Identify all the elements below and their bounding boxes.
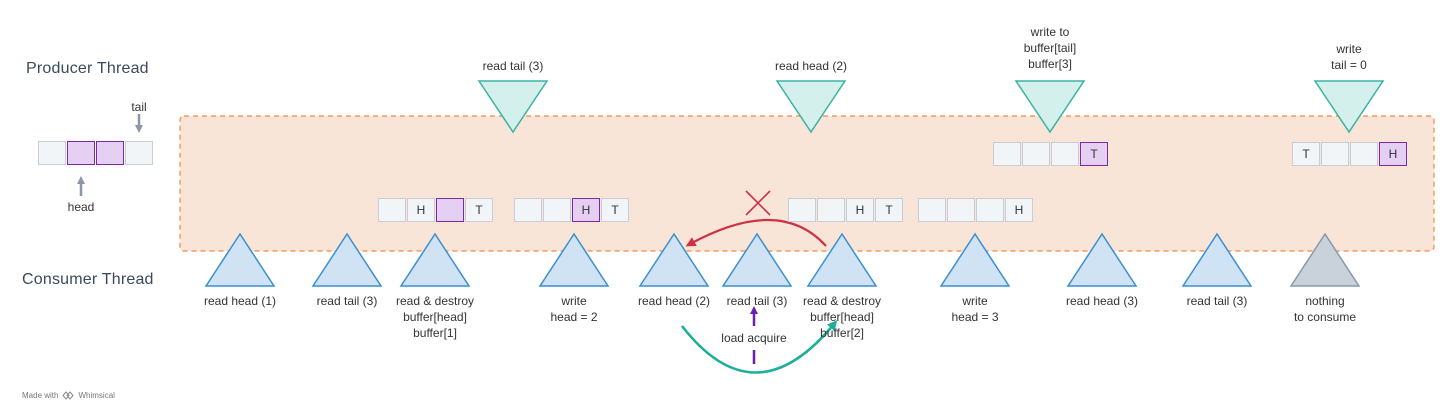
buffer-cell: H	[1005, 198, 1033, 222]
buffer-cell: T	[1080, 142, 1108, 166]
producer-step-1-triangle	[477, 80, 549, 134]
consumer-step-5-label: read head (2)	[637, 294, 711, 308]
producer-step-3-triangle	[1014, 80, 1086, 134]
consumer-step-4-label: write head = 2	[550, 294, 598, 324]
consumer-step-11-label: nothing to consume	[1293, 294, 1357, 324]
buffer-cell	[67, 141, 95, 165]
consumer-step-7-triangle	[806, 232, 878, 287]
buffer-cell: T	[875, 198, 903, 222]
buffer-cell	[96, 141, 124, 165]
consumer-step-3-label: read & destroy buffer[head] buffer[1]	[395, 294, 475, 340]
buffer-cell	[976, 198, 1004, 222]
buffer-cell: H	[407, 198, 435, 222]
buffer-cell: T	[465, 198, 493, 222]
cross-icon	[745, 190, 771, 216]
consumer-step-1-triangle	[204, 232, 276, 287]
producer-step-3-label: write to buffer[tail] buffer[3]	[1023, 25, 1077, 71]
buffer-cell	[1350, 142, 1378, 166]
consumer-thread-label: Consumer Thread	[22, 271, 154, 288]
producer-step-4-label: write tail = 0	[1331, 42, 1367, 72]
buffer-cell: T	[1292, 142, 1320, 166]
buffer-cell: H	[846, 198, 874, 222]
consumer-step-5-triangle	[638, 232, 710, 287]
footer: Made with Whimsical	[22, 391, 115, 400]
consumer-step-6-label: read tail (3)	[726, 294, 788, 308]
whimsical-logo-icon	[62, 391, 75, 400]
buffer-cell	[436, 198, 464, 222]
made-with-text: Made with	[22, 391, 59, 400]
rejected-transition-arrow	[685, 218, 827, 247]
consumer-step-2-label: read tail (3)	[316, 294, 378, 308]
buffer-cell	[1321, 142, 1349, 166]
buffer-cell	[514, 198, 542, 222]
whimsical-brand-text: Whimsical	[78, 391, 115, 400]
buffer-cell: H	[572, 198, 600, 222]
producer-step-2-triangle	[775, 80, 847, 134]
consumer-step-10-triangle	[1181, 232, 1253, 287]
buffer-cell	[1022, 142, 1050, 166]
producer-step-4-triangle	[1313, 80, 1385, 134]
consumer-step-8-triangle	[939, 232, 1011, 287]
consumer-step-9-triangle	[1066, 232, 1138, 287]
buffer-cell	[543, 198, 571, 222]
producer-thread-label: Producer Thread	[26, 60, 149, 77]
buffer-cell	[947, 198, 975, 222]
head-legend-label: head	[67, 200, 95, 214]
consumer-step-6-triangle	[721, 232, 793, 287]
consumer-step-1-label: read head (1)	[203, 294, 277, 308]
buffer-cell	[125, 141, 153, 165]
skip-transition-arrow	[680, 320, 838, 374]
buffer-cell	[918, 198, 946, 222]
consumer-step-4-triangle	[538, 232, 610, 287]
consumer-step-7-label: read & destroy buffer[head] buffer[2]	[802, 294, 882, 340]
buffer-cell	[378, 198, 406, 222]
consumer-step-11-triangle	[1289, 232, 1361, 287]
buffer-cell	[1051, 142, 1079, 166]
buffer-cell	[993, 142, 1021, 166]
consumer-step-2-triangle	[311, 232, 383, 287]
tail-legend-label: tail	[131, 100, 147, 114]
buffer-cell: T	[601, 198, 629, 222]
buffer-cell	[38, 141, 66, 165]
consumer-step-9-label: read head (3)	[1065, 294, 1139, 308]
consumer-step-3-triangle	[399, 232, 471, 287]
buffer-cell	[817, 198, 845, 222]
consumer-step-10-label: read tail (3)	[1186, 294, 1248, 308]
buffer-cell: H	[1379, 142, 1407, 166]
producer-step-1-label: read tail (3)	[482, 59, 544, 73]
load-acquire-label: load acquire	[721, 331, 787, 345]
consumer-step-8-label: write head = 3	[951, 294, 999, 324]
buffer-cell	[788, 198, 816, 222]
producer-step-2-label: read head (2)	[774, 59, 848, 73]
